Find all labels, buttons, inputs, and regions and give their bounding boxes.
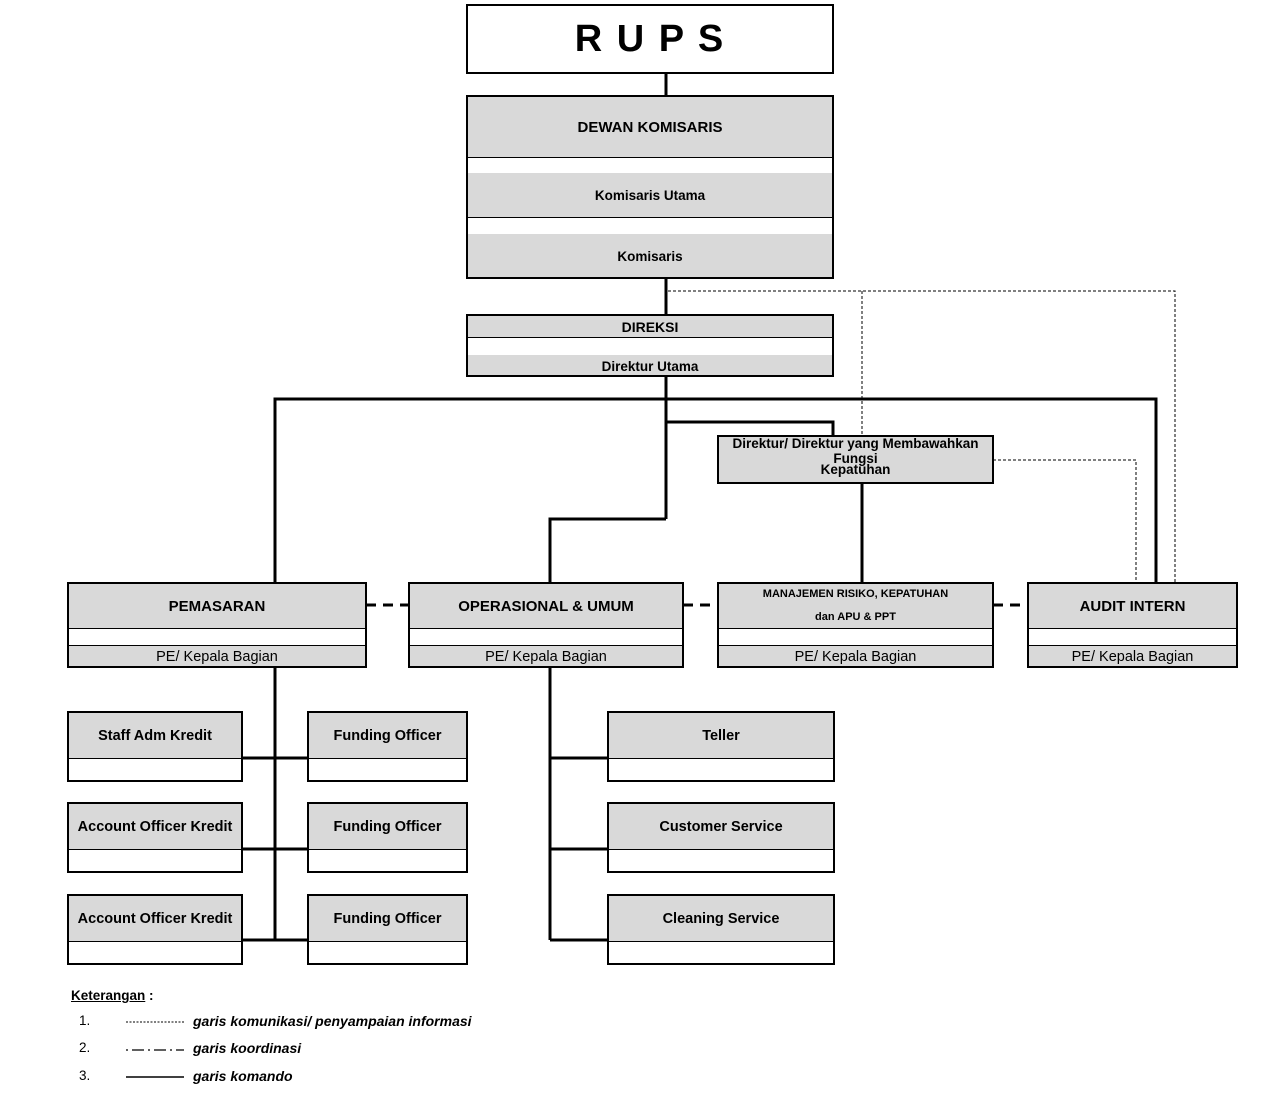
direktur-kepatuhan-box: Direktur/ Direktur yang Membawahkan Fung… bbox=[717, 435, 994, 484]
manajemen-sub: PE/ Kepala Bagian bbox=[719, 646, 992, 666]
unit-funding-officer-2-label: Funding Officer bbox=[309, 804, 466, 849]
dept-audit-intern: AUDIT INTERN PE/ Kepala Bagian bbox=[1027, 582, 1238, 668]
unit-funding-officer-1: Funding Officer bbox=[307, 711, 468, 782]
communication-lines bbox=[668, 290, 1176, 583]
unit-teller: Teller bbox=[607, 711, 835, 782]
unit-funding-officer-3-label: Funding Officer bbox=[309, 896, 466, 941]
dept-operasional: OPERASIONAL & UMUM PE/ Kepala Bagian bbox=[408, 582, 684, 668]
legend-item-command: 3. garis komando bbox=[71, 1068, 491, 1088]
legend-item-communication: 1. garis komunikasi/ penyampaian informa… bbox=[71, 1013, 491, 1033]
komisaris-label: Komisaris bbox=[468, 234, 832, 277]
unit-staff-adm-kredit-label: Staff Adm Kredit bbox=[69, 713, 241, 758]
unit-funding-officer-2: Funding Officer bbox=[307, 802, 468, 873]
legend-title-suffix: : bbox=[145, 988, 154, 1003]
legend-item-1-text: garis komunikasi/ penyampaian informasi bbox=[193, 1013, 472, 1029]
operasional-sub: PE/ Kepala Bagian bbox=[410, 646, 682, 666]
manajemen-title-area: MANAJEMEN RISIKO, KEPATUHAN dan APU & PP… bbox=[719, 584, 992, 628]
pemasaran-title: PEMASARAN bbox=[69, 584, 365, 628]
legend-item-1-num: 1. bbox=[79, 1013, 91, 1028]
unit-customer-service-label: Customer Service bbox=[609, 804, 833, 849]
legend-item-coordination: 2. garis koordinasi bbox=[71, 1040, 491, 1060]
unit-cleaning-service: Cleaning Service bbox=[607, 894, 835, 965]
legend-item-3-num: 3. bbox=[79, 1068, 91, 1083]
audit-title: AUDIT INTERN bbox=[1029, 584, 1236, 628]
dewan-komisaris-box: DEWAN KOMISARIS Komisaris Utama Komisari… bbox=[466, 95, 834, 279]
operasional-title: OPERASIONAL & UMUM bbox=[410, 584, 682, 628]
rups-box: R U P S bbox=[466, 4, 834, 74]
pemasaran-sub: PE/ Kepala Bagian bbox=[69, 646, 365, 666]
legend-title: Keterangan bbox=[71, 988, 146, 1003]
manajemen-title-line1: MANAJEMEN RISIKO, KEPATUHAN bbox=[762, 588, 949, 600]
dept-manajemen-risiko: MANAJEMEN RISIKO, KEPATUHAN dan APU & PP… bbox=[717, 582, 994, 668]
unit-account-officer-2-label: Account Officer Kredit bbox=[69, 896, 241, 941]
dept-pemasaran: PEMASARAN PE/ Kepala Bagian bbox=[67, 582, 367, 668]
unit-account-officer-1-label: Account Officer Kredit bbox=[69, 804, 241, 849]
unit-funding-officer-3: Funding Officer bbox=[307, 894, 468, 965]
direktur-utama-label: Direktur Utama bbox=[468, 355, 832, 375]
legend-item-2-num: 2. bbox=[79, 1040, 91, 1055]
dewan-komisaris-title: DEWAN KOMISARIS bbox=[468, 97, 832, 157]
direksi-title: DIREKSI bbox=[468, 316, 832, 337]
unit-account-officer-1: Account Officer Kredit bbox=[67, 802, 243, 873]
unit-cleaning-service-label: Cleaning Service bbox=[609, 896, 833, 941]
unit-teller-label: Teller bbox=[609, 713, 833, 758]
unit-customer-service: Customer Service bbox=[607, 802, 835, 873]
direksi-box: DIREKSI Direktur Utama bbox=[466, 314, 834, 377]
legend-title-row: Keterangan : bbox=[71, 988, 154, 1003]
manajemen-title-line2: dan APU & PPT bbox=[815, 611, 896, 623]
direktur-kepatuhan-line2: Kepatuhan bbox=[820, 462, 891, 477]
rups-label: R U P S bbox=[574, 17, 726, 60]
komisaris-utama-label: Komisaris Utama bbox=[468, 173, 832, 217]
unit-account-officer-2: Account Officer Kredit bbox=[67, 894, 243, 965]
unit-staff-adm-kredit: Staff Adm Kredit bbox=[67, 711, 243, 782]
command-lines bbox=[242, 73, 1158, 942]
unit-funding-officer-1-label: Funding Officer bbox=[309, 713, 466, 758]
legend-item-3-text: garis komando bbox=[193, 1068, 293, 1084]
legend-samples bbox=[126, 1021, 184, 1078]
direktur-kepatuhan-line1: Direktur/ Direktur yang Membawahkan Fung… bbox=[732, 435, 979, 466]
audit-sub: PE/ Kepala Bagian bbox=[1029, 646, 1236, 666]
legend-item-2-text: garis koordinasi bbox=[193, 1040, 302, 1056]
